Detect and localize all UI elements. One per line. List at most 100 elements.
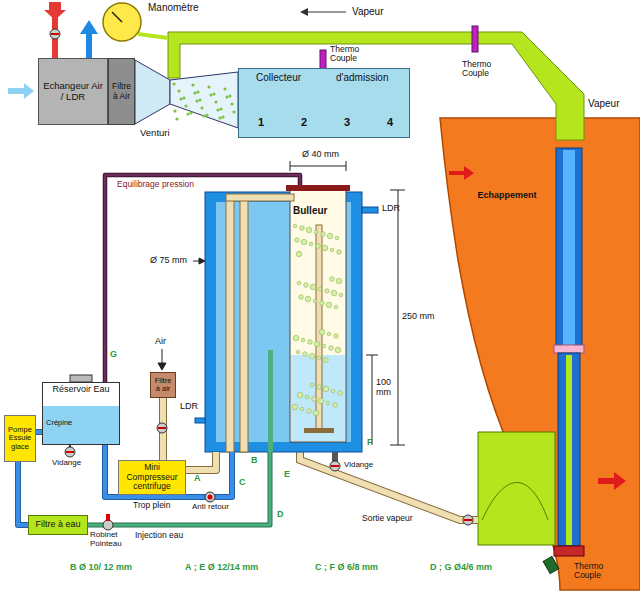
venturi [191, 83, 194, 86]
flow-label: Sortie vapeur [362, 514, 413, 523]
bubbler-tank-body [313, 410, 319, 416]
bubbler-tank-body [316, 244, 321, 249]
cylinder-number: 3 [344, 116, 350, 128]
bubbler-tank-body [330, 248, 334, 252]
dimension-label: 100 mm [376, 378, 396, 398]
node-text: Mini Compresseur centrifuge [121, 463, 183, 491]
valve-symbol [331, 465, 339, 467]
flow-label: Air [155, 337, 166, 347]
steam-outlet-pipe [300, 452, 478, 520]
bubbler-tank-body [338, 391, 343, 396]
valve-symbol [106, 514, 110, 521]
bubbler-tank-body [336, 278, 342, 284]
pipe-connector [159, 398, 167, 460]
sensor-label: Thermo Couple [574, 562, 614, 581]
bubbler-tank-body [335, 236, 339, 240]
venturi [179, 97, 182, 100]
vertical-steam-tube [558, 353, 580, 546]
pipe-connector [105, 445, 232, 497]
bubbler-tank-body [334, 334, 339, 339]
bubbler-tank-body [310, 284, 316, 290]
bubbler-tank-body [314, 230, 318, 234]
vertical-steam-tube [543, 556, 559, 573]
bubbler-tank-body [309, 242, 313, 246]
valve-symbol [157, 423, 167, 433]
part-label: Crépine [46, 419, 72, 427]
venturi [219, 107, 222, 110]
bubbler-tank-body [318, 287, 322, 291]
dimension-lines [390, 445, 405, 446]
venturi [172, 82, 175, 85]
bubbler-tank-body [327, 332, 331, 336]
valve-symbol [69, 445, 71, 447]
venturi [135, 60, 238, 128]
bubbler-tank-body [299, 295, 304, 300]
pipe-connector [88, 452, 270, 525]
venturi [184, 104, 187, 107]
venturi [223, 87, 226, 90]
venturi [193, 91, 196, 94]
air-filter-box: Filtre à Air [108, 58, 135, 125]
exhaust-pipe [440, 118, 640, 590]
steam-pipe [138, 8, 584, 140]
edge-label: Equilibrage pression [116, 180, 195, 189]
venturi [221, 115, 224, 118]
venturi [207, 85, 210, 88]
dimension-lines [390, 190, 405, 191]
bubbler-tank-body [226, 196, 234, 452]
pipe-letter: F [367, 438, 373, 448]
edge-label: Injection eau [134, 531, 184, 540]
sensor-label: Thermo Couple [330, 45, 364, 64]
part-label: Venturi [140, 128, 170, 138]
venturi [182, 96, 185, 99]
pipe-connector [186, 452, 216, 470]
dimension-lines [372, 355, 373, 445]
bubbler-tank-body [303, 352, 308, 357]
air-filter-box: Filtre à air [150, 372, 176, 398]
venturi [196, 90, 199, 93]
pipe-letter: C [239, 478, 246, 488]
valve-symbol [463, 515, 473, 525]
bubbler-tank-body [308, 340, 313, 345]
pipe-connector [18, 462, 28, 525]
dimension-label: Ø 75 mm [150, 256, 187, 266]
valve-symbol [65, 447, 75, 457]
venturi [186, 112, 189, 115]
node-text: Réservoir Eau [52, 385, 109, 395]
bubbler-tank-body [317, 356, 321, 360]
venturi [230, 102, 233, 105]
cylinder-number: 4 [387, 116, 393, 128]
bubbler-tank-body [319, 329, 325, 335]
venturi [177, 89, 180, 92]
bubbler-tank-body [305, 395, 309, 399]
pipe-letter: D [277, 510, 284, 520]
steam-pipe [138, 34, 168, 38]
valve-symbol [208, 495, 213, 500]
bubbler-tank-body [312, 397, 317, 402]
bubbler-tank-body [325, 289, 330, 294]
vertical-steam-tube [566, 355, 572, 545]
bubbler-tank-body [292, 224, 343, 416]
heat-exchanger-box: Echangeur Air / LDR [38, 58, 108, 125]
water-filter-box: Filtre à eau [28, 515, 88, 535]
bubbler-tank-body [301, 338, 305, 342]
venturi [209, 93, 212, 96]
node-text: d'admission [336, 72, 389, 83]
bubbler-tank-body [293, 335, 299, 341]
bubbler-tank-body [318, 398, 324, 404]
node-text: Filtre à eau [35, 520, 80, 530]
bubbler-tank-body [330, 277, 335, 282]
gauge-outline [103, 3, 141, 41]
bubbler-tank-body [268, 350, 273, 452]
bubbler-tank-body [317, 385, 322, 390]
heat-exchanger-pipes [8, 83, 34, 99]
exhaust-pipe [449, 166, 474, 180]
heat-exchanger-pipes [50, 29, 60, 39]
bubbler-tank-body [304, 283, 309, 288]
bubbler-tank-body [226, 194, 294, 201]
steam-collector-box [478, 432, 555, 545]
bubbler-tank-body [313, 299, 317, 303]
bubbler-tank-body [295, 238, 300, 243]
bubbler-tank-body [296, 350, 300, 354]
gauge-outline [112, 12, 122, 22]
